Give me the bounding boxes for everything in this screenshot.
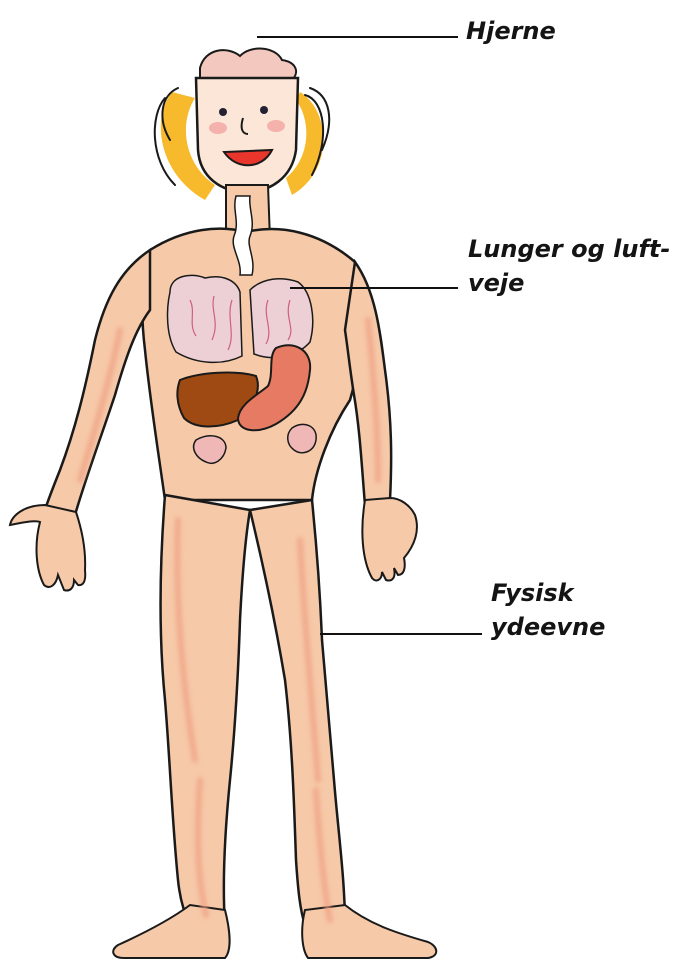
right-leg — [250, 500, 345, 925]
brain — [200, 49, 296, 80]
label-lungs-line1: Lunger og luft- — [468, 232, 670, 266]
label-lungs-line2: veje — [468, 266, 670, 300]
label-fitness-line2: ydeevne — [491, 610, 605, 644]
head — [196, 78, 298, 192]
label-fitness-line1: Fysisk — [491, 576, 605, 610]
right-arm — [345, 262, 391, 505]
left-foot — [113, 905, 229, 958]
right-foot — [302, 905, 436, 958]
left-arm — [45, 250, 150, 515]
right-hand — [362, 498, 417, 581]
label-lungs: Lunger og luft- veje — [468, 232, 670, 300]
left-leg — [160, 495, 250, 925]
label-brain-text: Hjerne — [466, 17, 556, 45]
label-brain: Hjerne — [466, 14, 556, 48]
left-hand — [10, 505, 85, 591]
label-fitness: Fysisk ydeevne — [491, 576, 605, 644]
